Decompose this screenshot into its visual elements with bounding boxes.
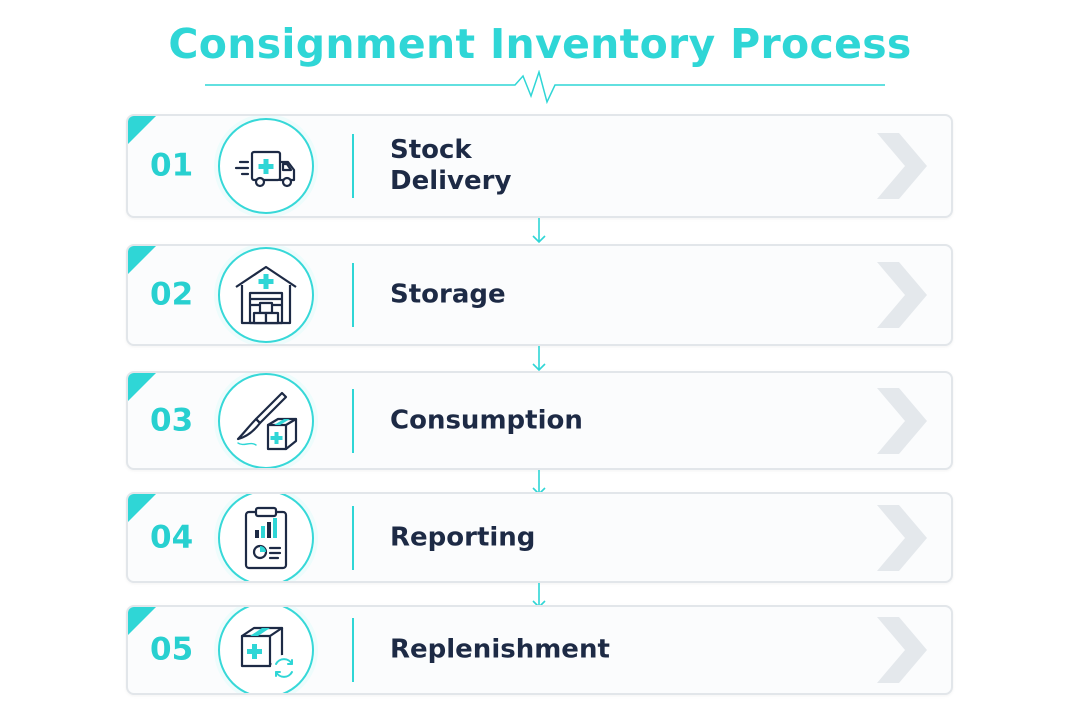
scalpel-box-icon <box>218 373 314 468</box>
step-number: 01 <box>150 147 194 184</box>
down-arrow-icon <box>532 346 546 372</box>
step-label: Consumption <box>390 405 583 436</box>
chevron-right-icon <box>877 262 927 328</box>
separator-line <box>352 263 354 327</box>
step-card-consumption: 03 Consumption <box>126 371 953 470</box>
step-label-line: Stock <box>390 135 472 165</box>
step-label-line: Delivery <box>390 166 512 196</box>
step-number: 02 <box>150 276 194 313</box>
corner-accent <box>128 373 156 401</box>
step-label-line: Storage <box>390 279 506 310</box>
corner-accent <box>128 246 156 274</box>
step-label-line: Replenishment <box>390 634 610 665</box>
separator-line <box>352 388 354 453</box>
step-card-reporting: 04 Reporting <box>126 492 953 583</box>
chevron-right-icon <box>877 504 927 571</box>
step-label-line: Reporting <box>390 522 536 552</box>
chevron-right-icon <box>877 387 927 454</box>
corner-accent <box>128 116 156 144</box>
step-number: 03 <box>150 402 194 438</box>
step-number: 04 <box>150 519 194 555</box>
clipboard-report-icon <box>218 494 314 581</box>
warehouse-icon <box>218 247 314 343</box>
step-label: Storage <box>390 280 506 311</box>
step-card-replenishment: 05 Replenishment <box>126 605 953 695</box>
chevron-right-icon <box>877 133 927 199</box>
delivery-truck-icon <box>218 118 314 214</box>
step-label: Reporting <box>390 522 535 553</box>
step-number: 05 <box>150 631 194 668</box>
box-refresh-icon <box>218 607 314 693</box>
step-label: Stock Delivery <box>390 135 511 197</box>
separator-line <box>352 505 354 570</box>
step-label: Replenishment <box>390 635 610 666</box>
separator-line <box>352 134 354 198</box>
chevron-right-icon <box>877 617 927 683</box>
page-title: Consignment Inventory Process <box>168 20 912 68</box>
step-label-line: Consumption <box>390 405 583 435</box>
step-card-stock-delivery: 01 Stock Delivery <box>126 114 953 218</box>
step-card-storage: 02 Storage <box>126 244 953 346</box>
separator-line <box>352 618 354 682</box>
heartbeat-divider <box>205 70 885 105</box>
corner-accent <box>128 494 156 522</box>
corner-accent <box>128 607 156 635</box>
down-arrow-icon <box>532 218 546 244</box>
